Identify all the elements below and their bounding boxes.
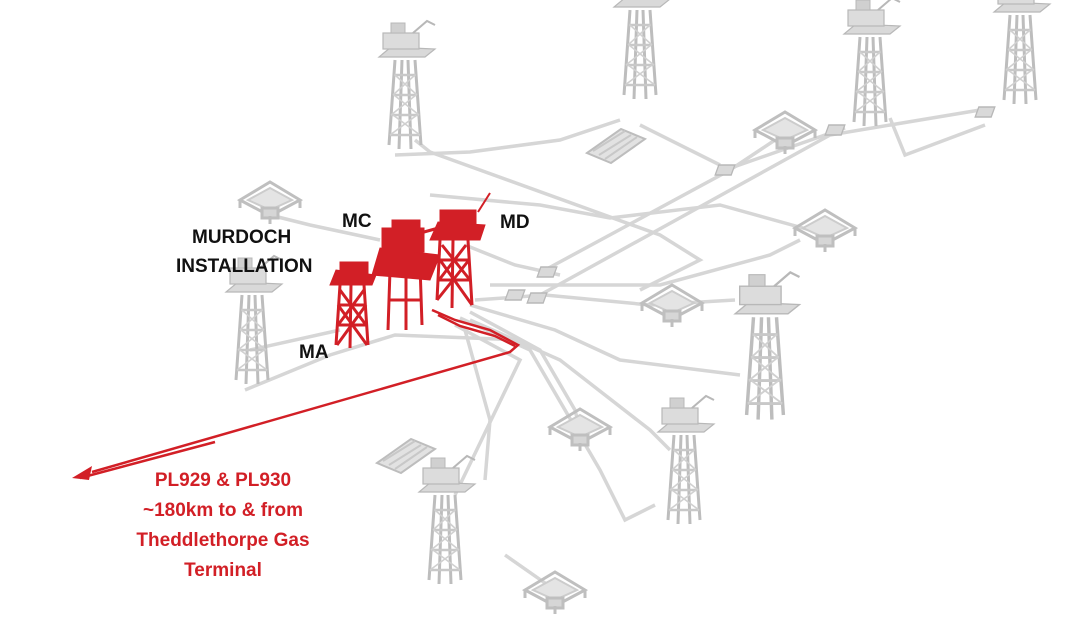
arrowhead-icon — [72, 466, 92, 480]
ma-platform — [334, 284, 370, 349]
pipeline-label-line3: Theddlethorpe Gas — [136, 530, 310, 551]
md-label: MD — [500, 212, 530, 233]
pipeline-network — [244, 108, 986, 592]
pipeline-label-line1: PL929 & PL930 — [154, 470, 292, 491]
mc-platform — [386, 264, 424, 331]
export-pipeline — [79, 308, 521, 480]
mc-label: MC — [342, 211, 372, 232]
pipeline-label-line4: Terminal — [184, 560, 262, 581]
pipeline-label-line2: ~180km to & from — [143, 500, 303, 521]
installation-label-line1: MURDOCH — [192, 227, 292, 248]
pipeline-label: PL929 & PL930 ~180km to & from Theddleth… — [110, 466, 336, 586]
murdoch-installation — [329, 192, 491, 349]
ma-label: MA — [299, 342, 329, 363]
md-platform — [435, 239, 474, 309]
installation-label-line2: INSTALLATION — [176, 256, 313, 277]
